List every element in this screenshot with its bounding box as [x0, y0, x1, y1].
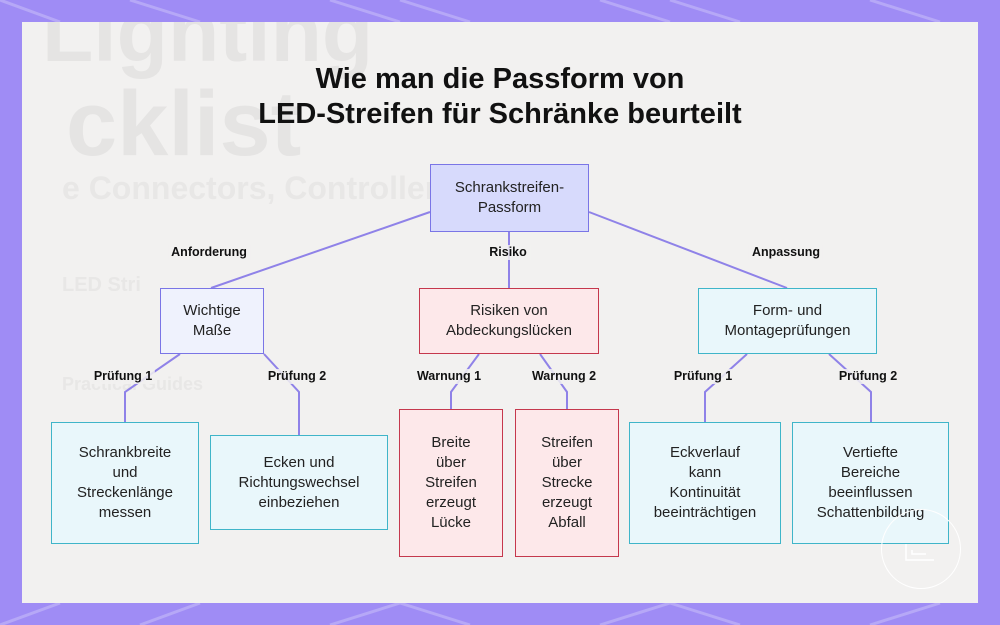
node-corners-text: Ecken und Richtungswechsel einbeziehen	[238, 453, 360, 511]
node-corner-path-text: Eckverlauf kann Kontinuität beeinträchti…	[653, 444, 757, 521]
edge-risk-risk1	[450, 353, 480, 409]
node-coverage-risks-text: Risiken von Abdeckungslücken	[446, 302, 572, 339]
edge-root-req	[210, 211, 431, 289]
node-key-dimensions: Wichtige Maße	[160, 288, 264, 354]
background-watermark: cklist	[66, 73, 302, 175]
edge-adj-adj1	[704, 353, 748, 422]
edge-label-risk: Risiko	[486, 245, 530, 260]
node-width-gap-text: Breite über Streifen erzeugt Lücke	[425, 434, 477, 531]
node-measure-width: Schrankbreite und Streckenlänge messen	[51, 422, 199, 544]
node-shape-checks: Form- und Montageprüfungen	[698, 288, 877, 354]
diagram-title-line-2: LED-Streifen für Schränke beurteilt	[258, 98, 742, 130]
edge-label-warning-1: Warnung 1	[413, 369, 485, 384]
node-key-dimensions-text: Wichtige Maße	[183, 302, 241, 339]
edge-risk-risk2	[539, 353, 568, 409]
edge-req-req1	[124, 353, 181, 422]
node-coverage-risks: Risiken von Abdeckungslücken	[419, 288, 599, 354]
node-strip-waste: Streifen über Strecke erzeugt Abfall	[515, 409, 619, 557]
edge-label-requirement: Anforderung	[168, 245, 250, 260]
edge-label-warning-2: Warnung 2	[528, 369, 600, 384]
edge-adj-adj2	[828, 353, 872, 422]
edge-label-check-2: Prüfung 2	[264, 369, 330, 384]
node-measure-width-text: Schrankbreite und Streckenlänge messen	[77, 444, 173, 521]
background-watermark: LED Stri	[62, 274, 141, 296]
edge-root-adj	[588, 211, 788, 289]
edge-label-check-1: Prüfung 1	[670, 369, 736, 384]
edge-req-req2	[263, 353, 300, 435]
node-width-gap: Breite über Streifen erzeugt Lücke	[399, 409, 503, 557]
node-corner-path: Eckverlauf kann Kontinuität beeinträchti…	[629, 422, 781, 544]
node-root: Schrankstreifen- Passform	[430, 164, 589, 232]
node-shape-checks-text: Form- und Montageprüfungen	[724, 302, 851, 339]
node-strip-waste-text: Streifen über Strecke erzeugt Abfall	[541, 434, 593, 531]
diagram-title-line-1: Wie man die Passform von	[315, 63, 685, 95]
logo-mark-icon	[905, 544, 934, 561]
edge-label-check-2: Prüfung 2	[835, 369, 901, 384]
background-watermark: e Connectors, Controllers	[62, 170, 455, 206]
background-watermark: Lighting	[42, 22, 374, 79]
brand-logo	[881, 509, 961, 589]
edge-label-adjustment: Anpassung	[748, 245, 824, 260]
node-root-text: Schrankstreifen- Passform	[454, 179, 565, 216]
node-corners: Ecken und Richtungswechsel einbeziehen	[210, 435, 388, 530]
edge-label-check-1: Prüfung 1	[90, 369, 156, 384]
